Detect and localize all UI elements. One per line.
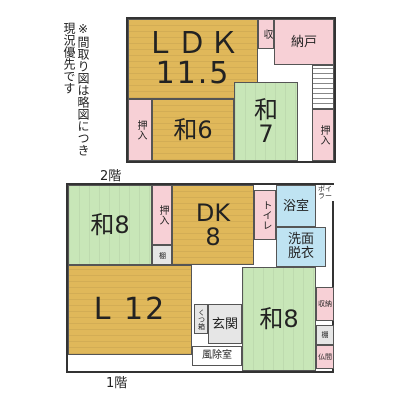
room-wa6: 和6 (152, 99, 234, 161)
room-wa7-size: 7 (258, 119, 274, 148)
floor2-label: 2階 (100, 169, 122, 184)
closet-1f-label: 押入 (157, 205, 168, 225)
windbreak-room: 風除室 (192, 346, 242, 366)
room-dk: DK 8 (172, 185, 254, 265)
room-ldk: ＬＤＫ 11.5 (128, 19, 258, 99)
room-wa8-left: 和8 (68, 185, 152, 265)
shelf-1f-left-label: 棚 (158, 251, 167, 259)
storage-small: 収 (258, 19, 274, 49)
washroom-label: 洗面 脱衣 (287, 232, 314, 261)
shelf-1f-right: 棚 (316, 325, 334, 345)
boiler-label: ボイラー (318, 185, 332, 200)
room-nando-label: 納戸 (290, 34, 317, 50)
disclaimer-note: ※間取り図は略図につき 現況優先です (62, 22, 90, 156)
room-wa6-name: 和6 (173, 116, 213, 144)
room-dk-size: 8 (205, 223, 221, 251)
shelf-1f-right-label: 棚 (321, 330, 329, 339)
storage-1f: 収納 (316, 287, 334, 321)
toilet-label: トイレ (260, 200, 271, 230)
windbreak-room-label: 風除室 (202, 350, 232, 361)
closet-2f-right: 押入 (312, 109, 334, 161)
room-ldk-name: ＬＤＫ (145, 26, 241, 61)
stairs-2f (312, 65, 334, 109)
room-wa8-left-name: 和8 (90, 211, 130, 239)
shelf-1f-left: 棚 (152, 245, 172, 265)
shoe-box: くつ箱 (194, 304, 208, 334)
storage-1f-label: 収納 (318, 299, 332, 308)
room-dk-name: DK (195, 199, 231, 227)
genkan-label: 玄関 (211, 316, 238, 332)
closet-2f-left: 押入 (128, 99, 152, 161)
closet-1f: 押入 (152, 185, 172, 245)
room-l12: L 12 (68, 265, 192, 355)
boiler: ボイラー (316, 185, 334, 201)
bathroom: 浴室 (276, 185, 316, 227)
floor2-outline (126, 17, 336, 163)
room-wa7-name: 和 (254, 95, 278, 124)
closet-2f-left-label: 押入 (135, 120, 146, 140)
room-ldk-size: 11.5 (155, 56, 231, 91)
floor1-label: 1階 (106, 376, 128, 391)
room-l12-name: L 12 (93, 292, 167, 327)
toilet: トイレ (254, 190, 276, 240)
room-wa8-right: 和8 (242, 267, 316, 371)
butsuma: 仏間 (316, 345, 334, 369)
butsuma-label: 仏間 (318, 352, 332, 361)
bathroom-label: 浴室 (282, 198, 309, 214)
shoe-box-label: くつ箱 (197, 308, 206, 330)
room-nando: 納戸 (274, 19, 334, 65)
storage-small-label: 収 (261, 29, 272, 39)
room-wa8-right-name: 和8 (259, 305, 299, 333)
closet-2f-right-label: 押入 (318, 125, 329, 145)
genkan: 玄関 (208, 304, 242, 344)
room-wa7: 和 7 (234, 82, 298, 161)
floor1-outline (66, 183, 334, 373)
washroom: 洗面 脱衣 (276, 227, 326, 267)
